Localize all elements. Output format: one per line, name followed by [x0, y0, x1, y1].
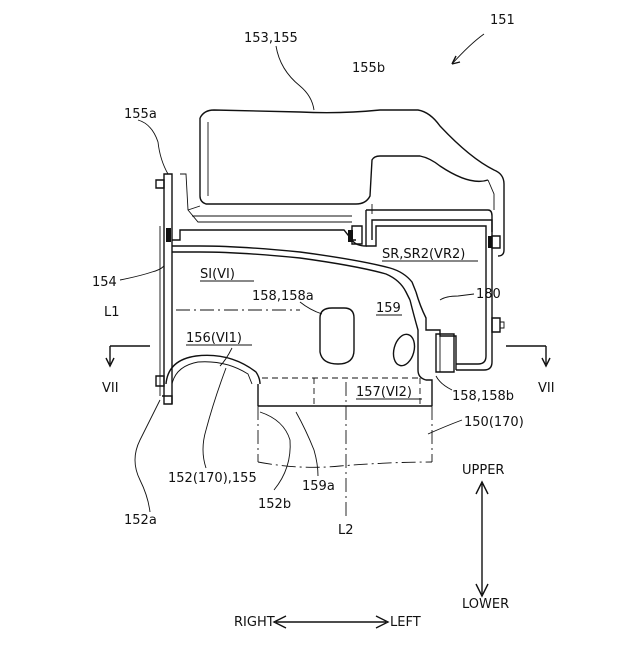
label-opening-156: 156(VI1) — [186, 331, 242, 346]
hole-158b — [436, 334, 454, 372]
top-cover — [180, 110, 504, 256]
label-axis-l1: L1 — [104, 305, 120, 320]
hole-180 — [390, 332, 418, 368]
label-ref-152a: 152a — [124, 513, 157, 528]
label-flange: 155a — [124, 107, 157, 122]
label-region-si: SI(VI) — [200, 267, 235, 282]
label-hole-b: 158,158b — [452, 389, 514, 404]
label-hole-a: 158,158a — [252, 289, 314, 304]
label-dir-upper: UPPER — [462, 463, 504, 478]
label-dir-lower: LOWER — [462, 597, 509, 612]
label-axis-l2: L2 — [338, 523, 354, 538]
label-top-cover: 155b — [352, 61, 385, 76]
label-section-right: VII — [538, 381, 555, 396]
label-ref-152: 152(170),155 — [168, 471, 257, 486]
label-region-159: 159 — [376, 301, 401, 316]
label-ref-159a: 159a — [302, 479, 335, 494]
label-dir-left: LEFT — [390, 615, 421, 630]
leader-lines — [120, 34, 484, 512]
horizontal-direction-arrow — [274, 616, 388, 628]
label-ref-180: 180 — [476, 287, 501, 302]
housing-body — [156, 174, 504, 406]
label-top-part: 153,155 — [244, 31, 298, 46]
label-ref-152b: 152b — [258, 497, 291, 512]
section-arrow-left — [106, 346, 150, 366]
label-region-sr: SR,SR2(VR2) — [382, 247, 465, 262]
label-fig-ref: 151 — [490, 13, 515, 28]
label-opening-157: 157(VI2) — [356, 385, 412, 400]
label-left-wall: 154 — [92, 275, 117, 290]
section-arrow-right — [506, 346, 550, 366]
label-section-left: VII — [102, 381, 119, 396]
label-dir-right: RIGHT — [234, 615, 275, 630]
label-tank: 150(170) — [464, 415, 524, 430]
hole-158a — [320, 308, 354, 364]
vertical-direction-arrow — [476, 482, 488, 596]
